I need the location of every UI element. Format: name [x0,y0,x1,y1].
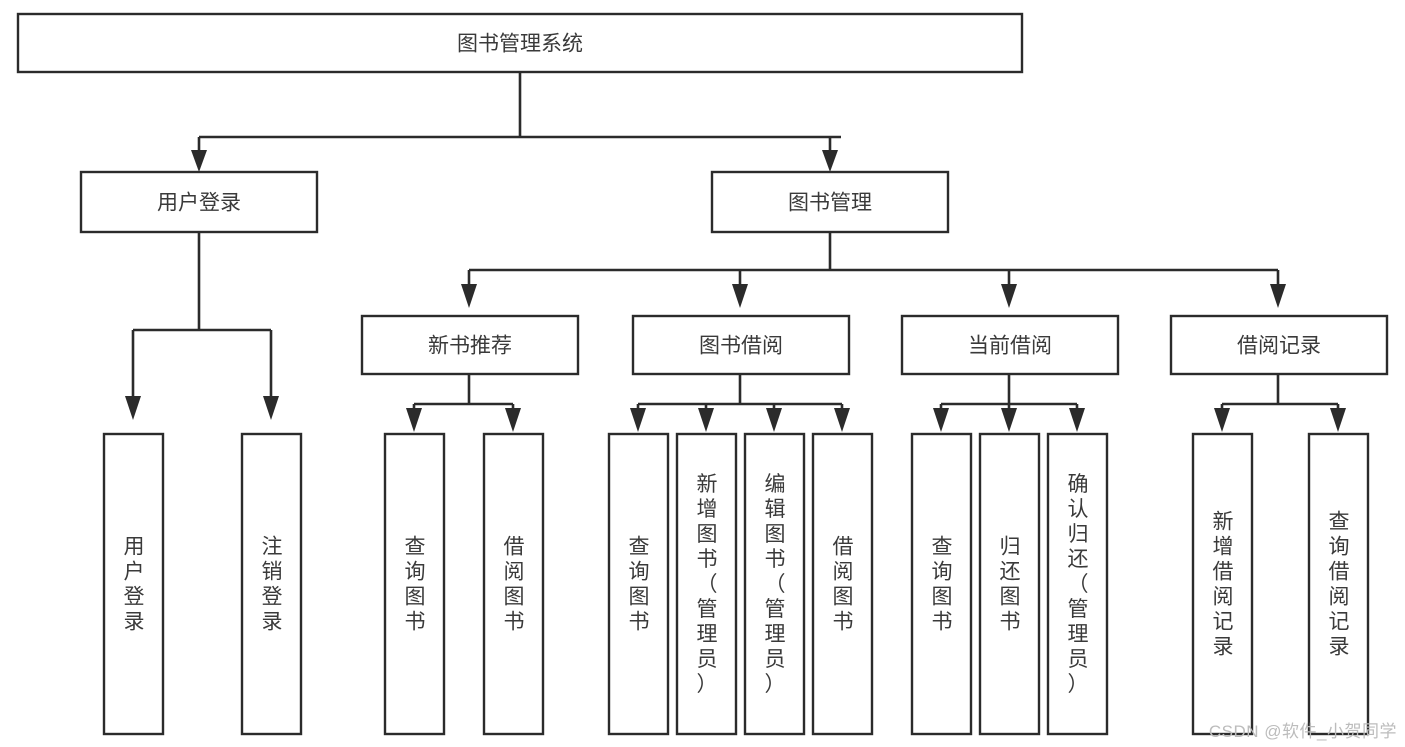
node-borrow-label: 图书借阅 [699,335,783,358]
node-leaf8-label: 借阅图书 [833,535,854,633]
connector-layer [125,72,1346,432]
arrow-head-newbook [461,284,477,308]
arrow-head-leaf11 [1069,408,1085,432]
node-records-label: 借阅记录 [1237,335,1321,358]
node-leaf7-label: 编辑图书（管理员） [765,473,786,696]
node-leaf1[interactable]: 用户登录 [102,432,165,736]
node-leaf13-label: 查询借阅记录 [1329,510,1350,658]
arrow-head-leaf2 [263,396,279,420]
node-login-label: 用户登录 [157,192,241,215]
node-root-box[interactable] [16,12,1024,74]
node-leaf10-label: 归还图书 [1000,535,1021,633]
node-leaf11[interactable]: 确认归还（管理员） [1046,432,1109,736]
node-bookmgmt-label: 图书管理 [788,192,872,215]
arrow-head-leaf12 [1214,408,1230,432]
arrow-head-leaf7 [766,408,782,432]
node-leaf13[interactable]: 查询借阅记录 [1307,432,1370,736]
node-leaf9-label: 查询图书 [932,535,953,633]
node-leaf2-label: 注销登录 [262,535,283,633]
node-leaf3-box[interactable] [383,432,446,736]
arrow-head-leaf6 [698,408,714,432]
node-leaf12-box[interactable] [1191,432,1254,736]
node-bookmgmt-box[interactable] [710,170,950,234]
node-newbook-label: 新书推荐 [428,335,512,358]
node-current[interactable]: 当前借阅 [900,314,1120,376]
arrow-head-leaf5 [630,408,646,432]
node-leaf6[interactable]: 新增图书（管理员） [675,432,738,736]
arrow-head-borrow [732,284,748,308]
arrow-head-leaf9 [933,408,949,432]
node-login-box[interactable] [79,170,319,234]
node-leaf2-box[interactable] [240,432,303,736]
node-leaf8[interactable]: 借阅图书 [811,432,874,736]
node-leaf10[interactable]: 归还图书 [978,432,1041,736]
node-records[interactable]: 借阅记录 [1169,314,1389,376]
node-leaf9-box[interactable] [910,432,973,736]
arrow-head-leaf3 [406,408,422,432]
node-borrow[interactable]: 图书借阅 [631,314,851,376]
node-newbook-box[interactable] [360,314,580,376]
node-leaf4-label: 借阅图书 [504,535,525,633]
arrow-head-leaf1 [125,396,141,420]
node-bookmgmt[interactable]: 图书管理 [710,170,950,234]
node-leaf8-box[interactable] [811,432,874,736]
node-leaf7-box[interactable] [743,432,806,736]
node-leaf12[interactable]: 新增借阅记录 [1191,432,1254,736]
node-leaf4-box[interactable] [482,432,545,736]
node-current-label: 当前借阅 [968,335,1052,358]
node-leaf6-box[interactable] [675,432,738,736]
node-login[interactable]: 用户登录 [79,170,319,234]
arrow-head-leaf8 [834,408,850,432]
node-leaf5-label: 查询图书 [629,535,650,633]
node-root-label: 图书管理系统 [457,33,583,56]
node-leaf7[interactable]: 编辑图书（管理员） [743,432,806,736]
node-leaf9[interactable]: 查询图书 [910,432,973,736]
node-leaf1-label: 用户登录 [124,535,145,633]
arrow-head-leaf10 [1001,408,1017,432]
node-borrow-box[interactable] [631,314,851,376]
node-leaf11-box[interactable] [1046,432,1109,736]
node-leaf3[interactable]: 查询图书 [383,432,446,736]
arrow-head-bookmgmt [822,150,838,172]
arrow-head-leaf13 [1330,408,1346,432]
node-leaf11-label: 确认归还（管理员） [1068,473,1089,696]
node-leaf12-label: 新增借阅记录 [1213,510,1234,658]
arrow-head-records [1270,284,1286,308]
node-root[interactable]: 图书管理系统 [16,12,1024,74]
node-leaf3-label: 查询图书 [405,535,426,633]
node-leaf13-box[interactable] [1307,432,1370,736]
arrow-head-current [1001,284,1017,308]
arrow-head-login [191,150,207,172]
node-records-box[interactable] [1169,314,1389,376]
node-leaf2[interactable]: 注销登录 [240,432,303,736]
node-leaf1-box[interactable] [102,432,165,736]
node-current-box[interactable] [900,314,1120,376]
node-leaf4[interactable]: 借阅图书 [482,432,545,736]
arrow-head-leaf4 [505,408,521,432]
node-leaf10-box[interactable] [978,432,1041,736]
node-leaf6-label: 新增图书（管理员） [697,473,718,696]
node-newbook[interactable]: 新书推荐 [360,314,580,376]
node-leaf5-box[interactable] [607,432,670,736]
node-leaf5[interactable]: 查询图书 [607,432,670,736]
